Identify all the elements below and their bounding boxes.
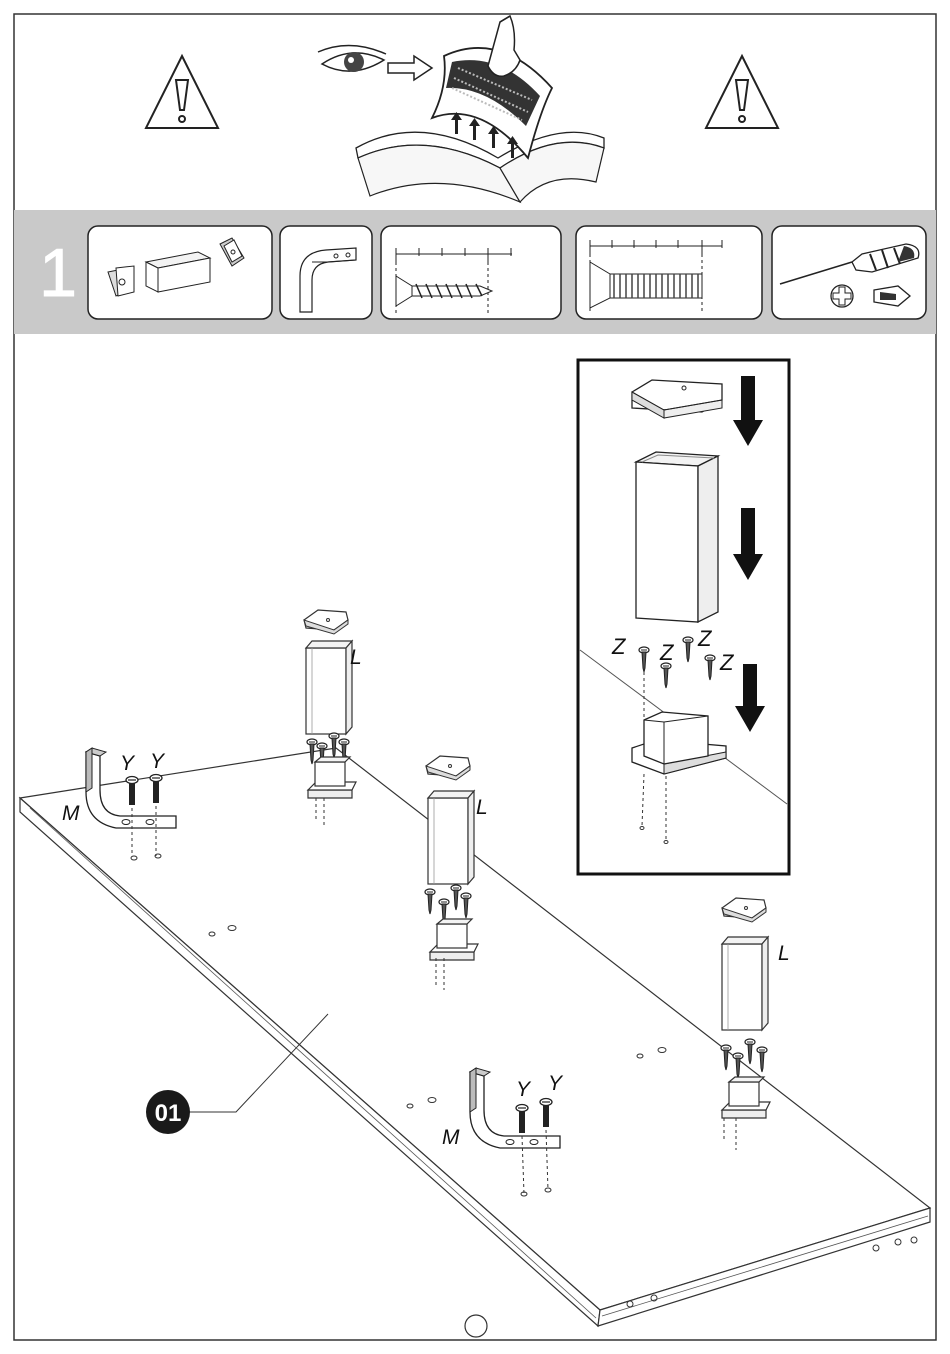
table-top-panel: [20, 748, 930, 1326]
part-box-wood-screw-z: [381, 226, 561, 319]
inset-leg-tube: [636, 452, 718, 622]
warning-triangle-icon: [706, 56, 778, 128]
label-leg-2: L: [476, 796, 488, 819]
part-box-leg-tube-with-caps: [88, 226, 272, 319]
detail-inset: Z Z Z Z: [578, 360, 789, 874]
step-number: 1: [39, 235, 77, 311]
label-inset-z-1: Z: [611, 634, 627, 659]
hand-icon: [488, 16, 520, 76]
page-number-circle: [465, 1315, 487, 1337]
panel-number: 01: [155, 1100, 182, 1127]
leg-assembly-3: [721, 898, 770, 1150]
label-inset-z-4: Z: [719, 650, 735, 675]
label-screw-y-1: Y: [120, 752, 136, 775]
leg-assembly-2: [425, 756, 478, 990]
label-leg-3: L: [778, 942, 790, 965]
label-inset-z-3: Z: [697, 626, 713, 651]
eye-compare-parts-icon: [318, 16, 604, 202]
label-inset-z-2: Z: [659, 640, 675, 665]
label-screw-y-4: Y: [548, 1072, 564, 1095]
part-box-machine-screw-y: [576, 226, 762, 319]
label-bracket-m-lower: M: [442, 1126, 460, 1149]
label-screw-y-2: Y: [150, 750, 166, 773]
phillips-tip-icon: [831, 285, 853, 307]
label-screw-y-3: Y: [516, 1078, 532, 1101]
open-manual-icon: [356, 132, 604, 202]
eye-icon: [318, 45, 386, 72]
label-bracket-m-upper: M: [62, 802, 80, 825]
warning-triangle-icon: [146, 56, 218, 128]
part-box-bracket-m: [280, 226, 372, 319]
leg-assembly-1: [304, 610, 356, 826]
label-leg-1: L: [350, 646, 362, 669]
part-box-tools: [772, 226, 926, 319]
arrow-right-icon: [388, 56, 432, 80]
